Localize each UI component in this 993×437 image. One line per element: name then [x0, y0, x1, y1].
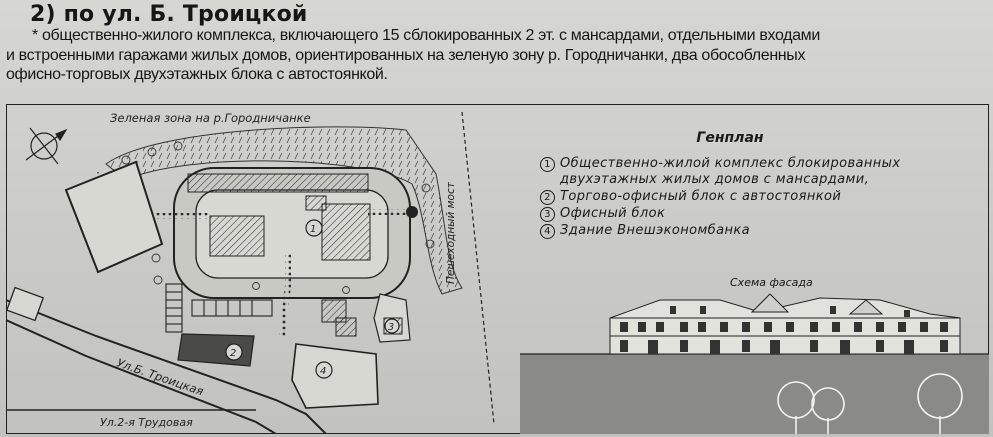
description-line-3: офисно-торговых двухэтажных блока с авто…: [6, 66, 388, 83]
street-edge-south: [6, 319, 277, 434]
green-zone-label: Зеленая зона на р.Городничанке: [110, 111, 311, 125]
street-edge-north: [6, 299, 327, 434]
project-description: * общественно-жилого комплекса, включающ…: [6, 26, 991, 85]
legend-item-4: 4 Здание Внешэкономбанка: [540, 223, 980, 239]
genplan-legend: Генплан 1 Общественно-жилой комплекс бло…: [540, 130, 980, 240]
svg-text:1: 1: [310, 224, 316, 235]
legend-number: 2: [540, 190, 555, 205]
bridge-label: Пешеходный мост: [445, 181, 457, 284]
svg-text:4: 4: [320, 366, 326, 377]
marker-2: [225, 343, 243, 361]
legend-text: двухэтажных жилых домов с мансардами,: [560, 172, 870, 187]
facade-windows: [620, 306, 948, 354]
marker-4: [315, 361, 333, 379]
legend-text: Общественно-жилой комплекс блокированных: [560, 156, 901, 171]
office-block: [373, 293, 411, 343]
small-buildings: [321, 299, 357, 337]
description-line-1: * общественно-жилого комплекса, включающ…: [32, 27, 820, 44]
corner-building: [6, 286, 45, 322]
existing-building-west: [64, 160, 164, 274]
marker-3: [384, 318, 400, 334]
facade-title: Схема фасада: [730, 276, 813, 289]
legend-item-1: 1 Общественно-жилой комплекс блокированн…: [540, 156, 980, 188]
boundary-line: [461, 111, 495, 425]
facade-drawing: [520, 293, 989, 434]
illustration-frame: [6, 104, 989, 434]
section-heading: 2) по ул. Б. Троицкой: [30, 2, 308, 27]
trees: [121, 141, 435, 294]
foreground-trees: [777, 373, 963, 434]
svg-text:2: 2: [230, 348, 236, 359]
legend-number: 3: [540, 207, 555, 222]
legend-title: Генплан: [696, 130, 764, 146]
legend-number: 4: [540, 224, 555, 239]
ground-shading: [520, 354, 989, 434]
compass-rose-icon: [25, 127, 68, 165]
legend-text: Торгово-офисный блок с автостоянкой: [560, 189, 842, 204]
bridge-node: [406, 206, 418, 218]
legend-number: 1: [540, 157, 555, 172]
bank-building: [291, 343, 379, 409]
footpath-south: [279, 254, 291, 337]
svg-text:3: 3: [388, 322, 394, 333]
residential-complex-blocks: [187, 173, 371, 261]
marker-1: [305, 219, 323, 237]
legend-item-2: 2 Торгово-офисный блок с автостоянкой: [540, 189, 980, 205]
trade-office-block: [177, 333, 255, 367]
facade-building: [609, 293, 961, 355]
legend-item-3: 3 Офисный блок: [540, 206, 980, 222]
legend-text: Здание Внешэкономбанка: [560, 223, 750, 238]
parking-area: [165, 283, 273, 333]
description-line-2: и встроенными гаражами жилых домов, орие…: [6, 46, 806, 64]
site-plan: Зеленая зона на р.Городничанке Пешеходны…: [6, 111, 495, 434]
street-label-troitskaya: Ул.Б. Троицкая: [115, 356, 205, 399]
legend-text: Офисный блок: [560, 206, 666, 221]
street-label-trudovaya: Ул.2-я Трудовая: [100, 416, 193, 429]
